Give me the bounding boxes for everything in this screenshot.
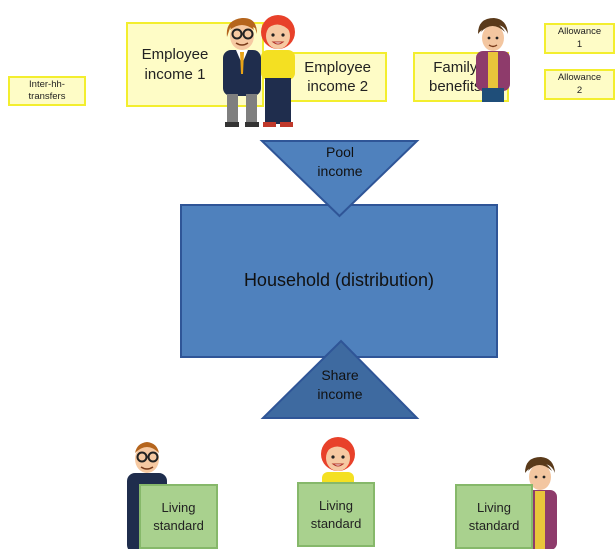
- pool-income-triangle: [259, 140, 420, 218]
- living-standard-label-3: Living standard: [468, 499, 520, 533]
- man-purple-cardigan-icon: [476, 18, 510, 102]
- inter-hh-transfers-box: Inter-hh- transfers: [8, 76, 86, 106]
- inter-hh-transfers-label: Inter-hh- transfers: [28, 78, 66, 102]
- allowance-1-box: Allowance 1: [544, 23, 615, 54]
- employee-income-2-box: Employee income 2: [284, 52, 387, 102]
- employee-income-2-label: Employee income 2: [304, 58, 371, 96]
- household-label: Household (distribution): [243, 270, 435, 290]
- woman-redhead-icon: [261, 15, 295, 127]
- share-income-triangle: [260, 339, 420, 419]
- household-box: [180, 204, 498, 358]
- man-glasses-icon: [223, 17, 261, 127]
- pool-income-label: Pool income: [317, 144, 363, 179]
- allowance-2-label: Allowance 2: [557, 72, 602, 96]
- family-benefits-label: Family benefits: [429, 58, 482, 96]
- living-standard-label-2: Living standard: [310, 497, 362, 531]
- share-income-label: Share income: [317, 367, 363, 402]
- living-standard-box-1: Living standard: [139, 484, 218, 549]
- living-standard-label-1: Living standard: [153, 499, 204, 533]
- living-standard-box-2: Living standard: [297, 482, 375, 547]
- living-standard-box-3: Living standard: [455, 484, 533, 549]
- allowance-2-box: Allowance 2: [544, 69, 615, 100]
- allowance-1-label: Allowance 1: [557, 26, 602, 50]
- employee-income-1-label: Employee income 1: [141, 46, 209, 83]
